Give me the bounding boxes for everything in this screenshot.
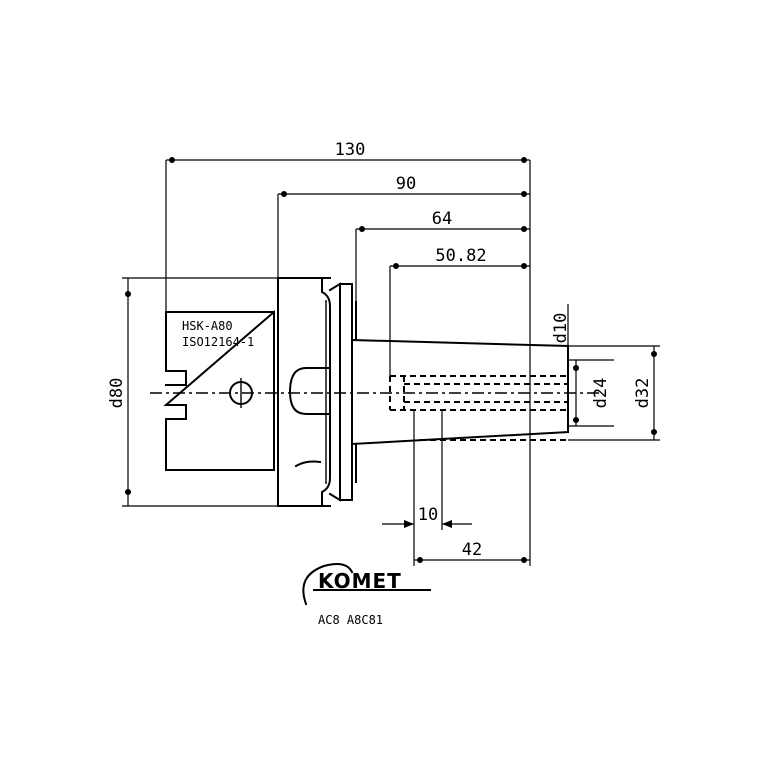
dimension-d80-label: d80 xyxy=(107,378,127,409)
dimension-50-82 xyxy=(389,263,530,376)
dimension-90-label: 90 xyxy=(396,174,416,194)
tapered-shank xyxy=(350,301,570,483)
spec-label-iso: ISO12164-1 xyxy=(182,335,254,349)
hsk-flange xyxy=(163,277,331,507)
komet-logo xyxy=(302,563,431,606)
dimension-d24 xyxy=(568,359,614,427)
komet-brand: KOMET xyxy=(318,569,402,593)
article-number: AC8 A8C81 xyxy=(318,613,383,627)
dimension-50-82-label: 50.82 xyxy=(435,246,486,266)
spec-label-hsk: HSK-A80 xyxy=(182,319,233,333)
dimension-d32 xyxy=(568,345,660,441)
dimension-10-label: 10 xyxy=(418,505,438,525)
dimension-64 xyxy=(355,226,530,302)
dimension-d10-label: d10 xyxy=(551,313,571,344)
center-bore xyxy=(288,367,331,468)
dimension-d80 xyxy=(122,277,278,507)
dimension-90 xyxy=(277,191,530,278)
dimension-d32-label: d32 xyxy=(633,378,653,409)
dimension-130 xyxy=(165,157,531,566)
dimension-64-label: 64 xyxy=(432,209,452,229)
clamping-groove xyxy=(321,277,353,507)
dimension-42-label: 42 xyxy=(462,540,482,560)
hidden-bore xyxy=(389,375,568,441)
dimension-130-label: 130 xyxy=(335,140,366,160)
dimension-42 xyxy=(414,557,530,563)
dimension-d24-label: d24 xyxy=(591,378,611,409)
dimension-10 xyxy=(382,410,472,566)
